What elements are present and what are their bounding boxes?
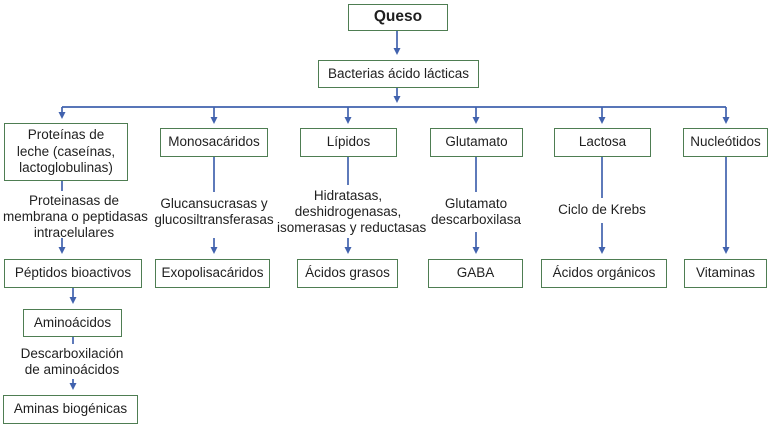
- enzyme-label-hidratasas: Hidratasas, deshidrogenasas, isomerasas …: [277, 188, 427, 235]
- node-peptidos-bioactivos: Péptidos bioactivos: [4, 259, 142, 288]
- node-exopolisacaridos: Exopolisacáridos: [155, 259, 270, 288]
- enzyme-label-proteinasas: Proteinasas de membrana o peptidasas int…: [3, 193, 148, 240]
- node-acidos-grasos: Ácidos grasos: [297, 259, 398, 288]
- enzyme-label-glutamato-descarboxilasa: Glutamato descarboxilasa: [430, 196, 522, 227]
- node-bacterias-acido-lacticas: Bacterias ácido lácticas: [318, 60, 479, 88]
- node-nucleotidos: Nucleótidos: [683, 128, 768, 157]
- node-lipidos: Lípidos: [300, 128, 397, 157]
- node-monosacaridos: Monosacáridos: [160, 128, 268, 157]
- node-aminas-biogenicas: Aminas biogénicas: [3, 395, 138, 424]
- node-queso: Queso: [348, 4, 448, 31]
- node-glutamato: Glutamato: [430, 128, 523, 157]
- node-aminoacidos: Aminoácidos: [23, 309, 122, 337]
- node-lactosa: Lactosa: [554, 128, 651, 157]
- enzyme-label-descarboxilacion: Descarboxilación de aminoácidos: [20, 346, 124, 377]
- enzyme-label-ciclo-de-krebs: Ciclo de Krebs: [558, 202, 646, 217]
- node-gaba: GABA: [428, 259, 523, 288]
- enzyme-label-glucansucrasas: Glucansucrasas y glucosiltransferasas: [154, 196, 274, 227]
- node-proteinas-de-leche: Proteínas de leche (caseínas, lactoglobu…: [4, 123, 128, 181]
- node-acidos-organicos: Ácidos orgánicos: [541, 259, 667, 288]
- node-vitaminas: Vitaminas: [684, 259, 767, 288]
